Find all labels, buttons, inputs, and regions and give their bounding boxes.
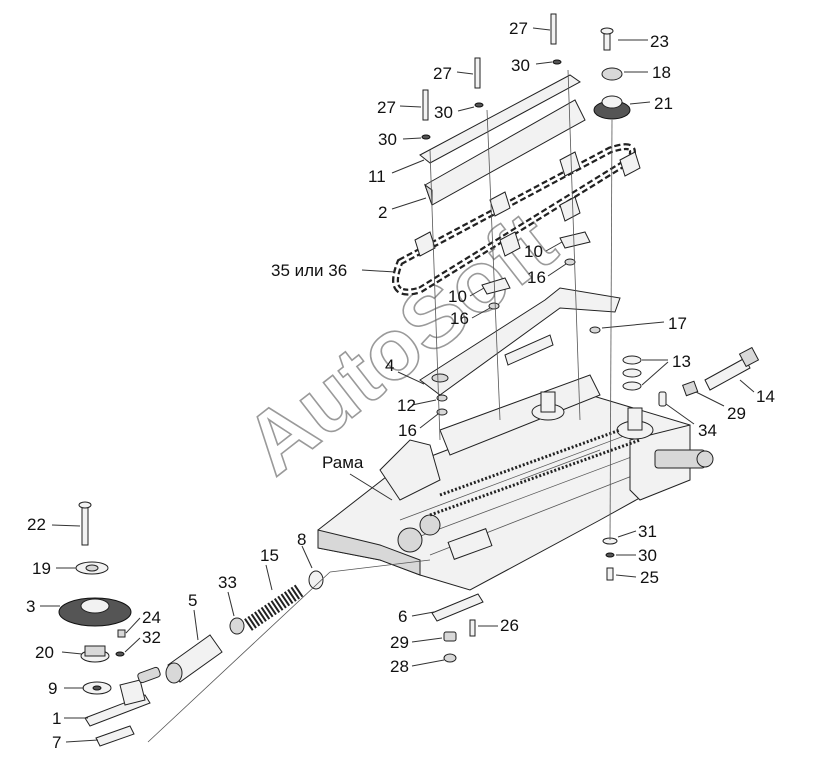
label-23: 23	[650, 32, 669, 51]
label-16-mid: 16	[450, 309, 469, 328]
label-28: 28	[390, 657, 409, 676]
label-12: 12	[397, 396, 416, 415]
label-14: 14	[756, 387, 775, 406]
label-4: 4	[385, 356, 394, 375]
label-19: 19	[32, 559, 51, 578]
label-1: 1	[52, 709, 61, 728]
label-35-or-36: 35 или 36	[271, 261, 347, 280]
label-25: 25	[640, 568, 659, 587]
label-34: 34	[698, 421, 717, 440]
label-33: 33	[218, 573, 237, 592]
frame-assembly: Рама	[317, 374, 714, 591]
right-lower-stack	[602, 530, 637, 581]
label-16-lower: 16	[398, 421, 417, 440]
label-22: 22	[27, 515, 46, 534]
guide-bars	[391, 74, 586, 210]
label-30-top: 30	[511, 56, 530, 75]
label-26: 26	[500, 616, 519, 635]
label-3: 3	[26, 597, 35, 616]
label-30-mid: 30	[434, 103, 453, 122]
label-10-upper: 10	[524, 242, 543, 261]
label-27-left: 27	[377, 98, 396, 117]
frame-label: Рама	[322, 453, 364, 472]
right-hardware	[622, 346, 760, 425]
label-27-mid: 27	[433, 64, 452, 83]
tensioner-plate	[397, 287, 621, 406]
label-8: 8	[297, 530, 306, 549]
label-10-lower: 10	[448, 287, 467, 306]
label-29-lower: 29	[390, 633, 409, 652]
drive-chain	[361, 143, 641, 296]
idler-stack	[40, 501, 161, 747]
label-30-lower: 30	[638, 546, 657, 565]
bolts-27	[399, 13, 562, 140]
label-18: 18	[652, 63, 671, 82]
label-29-right: 29	[727, 404, 746, 423]
label-31: 31	[638, 522, 657, 541]
label-6: 6	[398, 607, 407, 626]
drive-sprocket-stack	[593, 27, 651, 120]
label-7: 7	[52, 733, 61, 752]
label-24: 24	[142, 608, 161, 627]
label-2: 2	[378, 203, 387, 222]
label-21: 21	[654, 94, 673, 113]
label-11: 11	[368, 167, 386, 186]
plates-and-spacers	[419, 231, 665, 429]
label-20: 20	[35, 643, 54, 662]
label-30-left: 30	[378, 130, 397, 149]
label-9: 9	[48, 679, 57, 698]
label-32: 32	[142, 628, 161, 647]
shaft-spring-group	[147, 545, 431, 743]
lower-plate-group	[411, 593, 498, 667]
part-labels: 27 23 27 30 18 27 30 21 30 11 2 10 35 ил…	[26, 19, 775, 752]
label-16-upper: 16	[527, 268, 546, 287]
assembly-axes	[429, 69, 613, 541]
label-27-top: 27	[509, 19, 528, 38]
label-15: 15	[260, 546, 279, 565]
label-5: 5	[188, 591, 197, 610]
label-13: 13	[672, 352, 691, 371]
label-17: 17	[668, 314, 687, 333]
